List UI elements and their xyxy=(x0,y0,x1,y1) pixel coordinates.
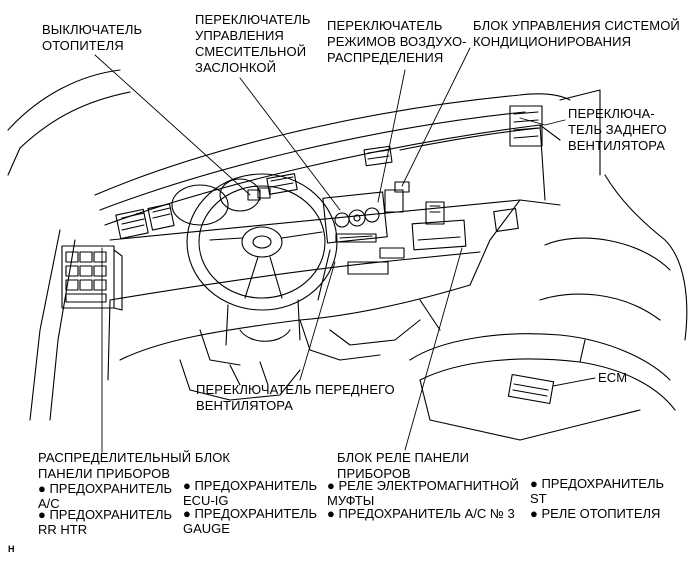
bullet-fuse-gauge: ● ПРЕДОХРАНИТЕЛЬ GAUGE xyxy=(183,506,318,536)
bullet-fuse-ecu-ig: ● ПРЕДОХРАНИТЕЛЬ ECU-IG xyxy=(183,478,318,508)
ac-control-unit-label: БЛОК УПРАВЛЕНИЯ СИСТЕМОЙ КОНДИЦИОНИРОВАН… xyxy=(473,18,680,49)
rear-blower-switch-label: ПЕРЕКЛЮЧА- ТЕЛЬ ЗАДНЕГО ВЕНТИЛЯТОРА xyxy=(568,106,667,153)
passenger-seat xyxy=(409,174,688,441)
dashboard-face xyxy=(107,199,561,381)
front-blower-switch-label: ПЕРЕКЛЮЧАТЕЛЬ ПЕРЕДНЕГО ВЕНТИЛЯТОРА xyxy=(196,382,395,413)
bullet-clutch-relay: ● РЕЛЕ ЭЛЕКТРОМАГНИТНОЙ МУФТЫ xyxy=(327,478,519,508)
relay-block-part xyxy=(411,201,467,251)
door-frame xyxy=(7,69,131,421)
steering-wheel xyxy=(171,173,338,346)
bullet-fuse-st: ● ПРЕДОХРАНИТЕЛЬ ST xyxy=(530,476,665,506)
bullet-fuse-ac-3: ● ПРЕДОХРАНИТЕЛЬ A/C № 3 xyxy=(327,506,515,521)
heater-switch-label: ВЫКЛЮЧАТЕЛЬ ОТОПИТЕЛЯ xyxy=(42,22,143,53)
air-vents xyxy=(115,105,543,240)
center-control-panel xyxy=(317,181,410,301)
bullet-fuse-ac: ● ПРЕДОХРАНИТЕЛЬ A/C xyxy=(38,481,173,511)
dashboard-top xyxy=(94,89,601,226)
leader-lines xyxy=(94,47,596,453)
bullet-fuse-rr-htr: ● ПРЕДОХРАНИТЕЛЬ RR HTR xyxy=(38,507,173,537)
ecm-part xyxy=(507,373,555,405)
relay-block-label: БЛОК РЕЛЕ ПАНЕЛИ ПРИБОРОВ xyxy=(337,450,470,481)
heater-switch-part xyxy=(247,187,271,201)
mix-damper-switch-label: ПЕРЕКЛЮЧАТЕЛЬ УПРАВЛЕНИЯ СМЕСИТЕЛЬНОЙ ЗА… xyxy=(195,12,311,75)
corner-mark: H xyxy=(8,544,15,554)
junction-block-part xyxy=(61,245,123,311)
air-distribution-switch-label: ПЕРЕКЛЮЧАТЕЛЬ РЕЖИМОВ ВОЗДУХО- РАСПРЕДЕЛ… xyxy=(327,18,467,65)
floor-console xyxy=(179,319,421,401)
ecm-label: ECM xyxy=(598,370,628,385)
bullet-heater-relay: ● РЕЛЕ ОТОПИТЕЛЯ xyxy=(530,506,661,521)
junction-block-label: РАСПРЕДЕЛИТЕЛЬНЫЙ БЛОК ПАНЕЛИ ПРИБОРОВ xyxy=(38,450,231,481)
